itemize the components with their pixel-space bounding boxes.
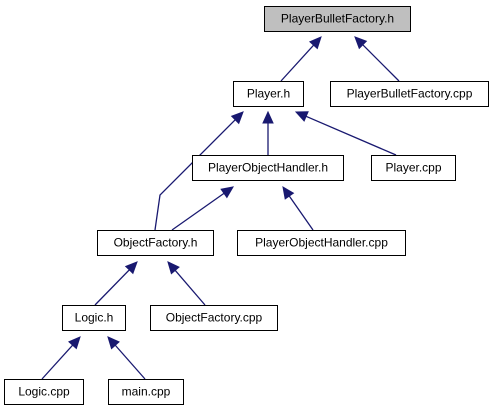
node-playerbulletfactory-h: PlayerBulletFactory.h	[264, 6, 411, 32]
edge-line	[361, 43, 400, 82]
node-label: PlayerBulletFactory.cpp	[347, 87, 473, 101]
edge-objectfactory-h-to-player-h	[154, 111, 244, 231]
edge-arrowhead	[294, 111, 309, 122]
edge-playerobjecthandler-cpp-to-playerobjecthandler-h	[282, 186, 314, 231]
edge-logic-cpp-to-logic-h	[41, 336, 81, 380]
edge-arrowhead	[107, 336, 120, 350]
node-box	[97, 230, 214, 256]
edge-player-cpp-to-player-h	[294, 111, 397, 156]
edge-arrowhead	[68, 336, 81, 350]
node-label: Logic.cpp	[18, 385, 70, 399]
edges-layer	[41, 36, 400, 380]
node-box	[62, 305, 126, 331]
node-box	[150, 305, 278, 331]
node-box	[4, 379, 84, 405]
node-box	[264, 6, 411, 32]
edge-line	[174, 269, 206, 306]
node-player-h[interactable]: Player.h	[233, 81, 304, 107]
node-logic-cpp[interactable]: Logic.cpp	[4, 379, 84, 405]
node-playerobjecthandler-cpp[interactable]: PlayerObjectHandler.cpp	[237, 230, 406, 256]
edge-main-cpp-to-logic-h	[107, 336, 146, 380]
edge-arrowhead	[124, 261, 138, 275]
edge-line	[304, 115, 397, 156]
edge-arrowhead	[167, 261, 180, 275]
node-label: PlayerObjectHandler.cpp	[255, 236, 388, 250]
node-box	[330, 81, 489, 107]
edge-line	[280, 43, 315, 82]
edge-arrowhead	[220, 186, 234, 199]
edge-arrowhead	[262, 110, 274, 124]
node-playerobjecthandler-h[interactable]: PlayerObjectHandler.h	[192, 155, 344, 181]
node-label: main.cpp	[122, 385, 171, 399]
edge-arrowhead	[308, 36, 322, 50]
node-main-cpp[interactable]: main.cpp	[108, 379, 184, 405]
edge-line	[94, 268, 131, 306]
edge-line	[288, 194, 314, 231]
node-label: Logic.h	[75, 311, 114, 325]
edge-line	[171, 192, 226, 231]
node-label: Player.h	[247, 87, 290, 101]
edge-logic-h-to-objectfactory-h	[94, 261, 138, 306]
edge-arrowhead	[230, 111, 244, 125]
node-objectfactory-h[interactable]: ObjectFactory.h	[97, 230, 214, 256]
node-box	[192, 155, 344, 181]
node-label: PlayerObjectHandler.h	[208, 161, 328, 175]
node-box	[237, 230, 406, 256]
edge-objectfactory-cpp-to-objectfactory-h	[167, 261, 206, 306]
edge-playerbulletfactory-cpp-to-playerbulletfactory-h	[354, 36, 400, 82]
edge-player-h-to-playerbulletfactory-h	[280, 36, 322, 82]
edge-playerobjecthandler-h-to-player-h	[262, 110, 274, 155]
node-label: ObjectFactory.cpp	[166, 311, 263, 325]
node-playerbulletfactory-cpp[interactable]: PlayerBulletFactory.cpp	[330, 81, 489, 107]
edge-arrowhead	[282, 186, 295, 200]
node-label: ObjectFactory.h	[114, 236, 198, 250]
node-player-cpp[interactable]: Player.cpp	[371, 155, 456, 181]
node-objectfactory-cpp[interactable]: ObjectFactory.cpp	[150, 305, 278, 331]
edge-line	[114, 344, 146, 380]
edge-objectfactory-h-to-playerobjecthandler-h	[171, 186, 234, 231]
node-box	[371, 155, 456, 181]
node-label: Player.cpp	[385, 161, 441, 175]
node-box	[108, 379, 184, 405]
node-logic-h[interactable]: Logic.h	[62, 305, 126, 331]
node-box	[233, 81, 304, 107]
node-label: PlayerBulletFactory.h	[281, 12, 394, 26]
edge-line	[41, 343, 74, 380]
edge-arrowhead	[354, 36, 368, 50]
edge-line	[154, 118, 237, 231]
